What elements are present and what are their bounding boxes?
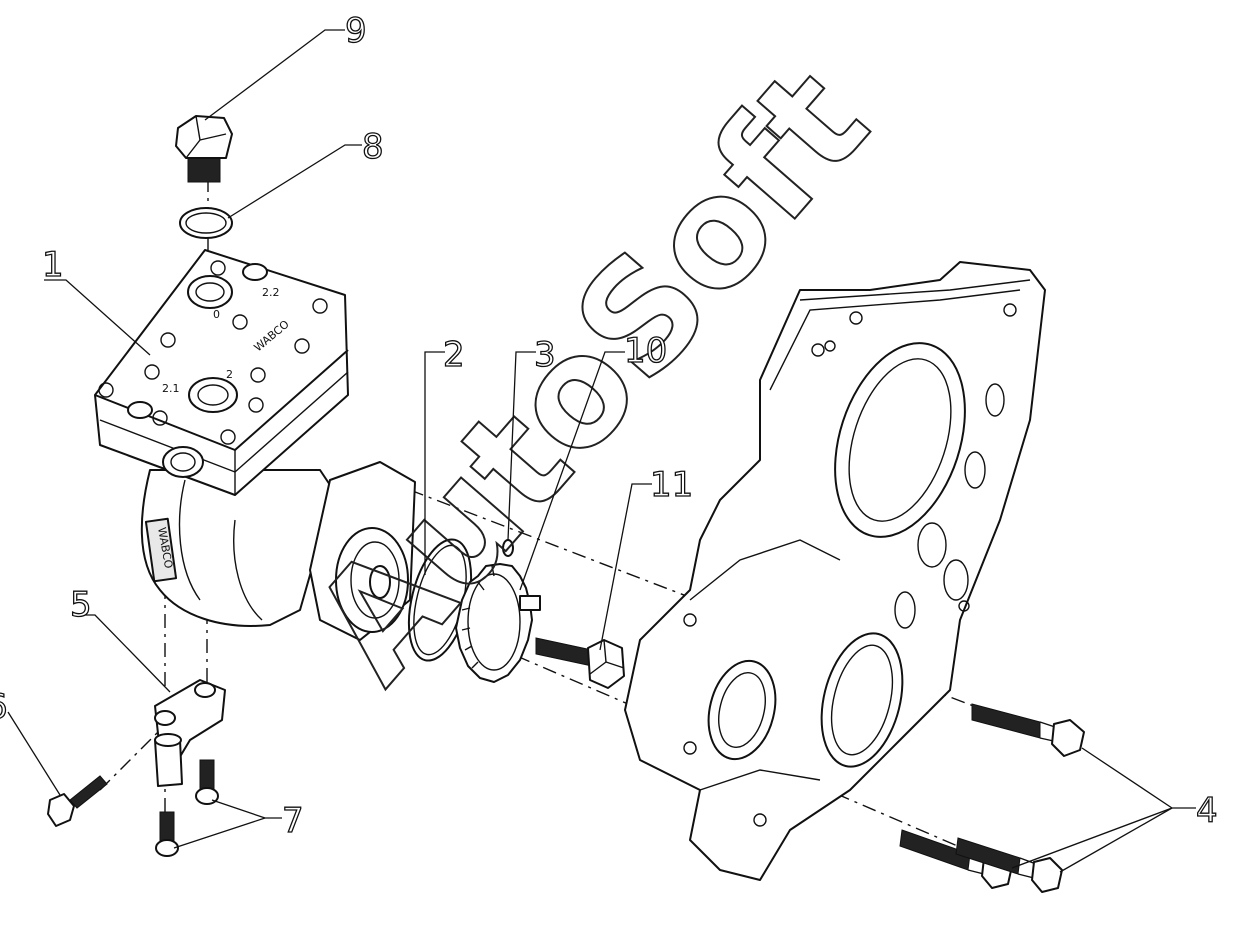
callout-8: 8 <box>362 127 384 167</box>
callout-1: 1 <box>42 245 64 285</box>
long-bolt-part-6 <box>47 775 108 827</box>
callout-labels: 9 8 1 2 3 10 11 5 6 7 4 <box>0 10 1218 841</box>
callout-10: 10 <box>624 331 667 371</box>
callout-11: 11 <box>650 465 693 505</box>
seal-ring-part-8 <box>179 207 233 239</box>
callout-4: 4 <box>1196 791 1218 831</box>
callout-2: 2 <box>443 335 465 375</box>
short-bolts-part-7 <box>155 759 219 857</box>
callout-3: 3 <box>534 335 556 375</box>
gear-case-housing <box>624 261 1046 881</box>
port-mark-21: 2.1 <box>162 382 180 395</box>
port-mark-2: 2 <box>226 368 233 381</box>
gear-bolt-part-11 <box>535 637 625 689</box>
port-mark-22: 2.2 <box>262 286 280 299</box>
callout-7: 7 <box>282 801 304 841</box>
callout-6: 6 <box>0 687 8 727</box>
hex-plug-part-9 <box>175 115 233 183</box>
leader-lines <box>7 29 1196 873</box>
port-mark-0: 0 <box>213 308 220 321</box>
drive-gear-part-10 <box>455 563 541 683</box>
air-compressor-part-1: WABCO 0 2 2.1 2.2 WABCO <box>94 249 416 641</box>
housing-bolts-part-4 <box>899 703 1085 893</box>
callout-9: 9 <box>345 11 367 51</box>
callout-5: 5 <box>70 585 92 625</box>
bracket-part-5 <box>154 679 226 787</box>
